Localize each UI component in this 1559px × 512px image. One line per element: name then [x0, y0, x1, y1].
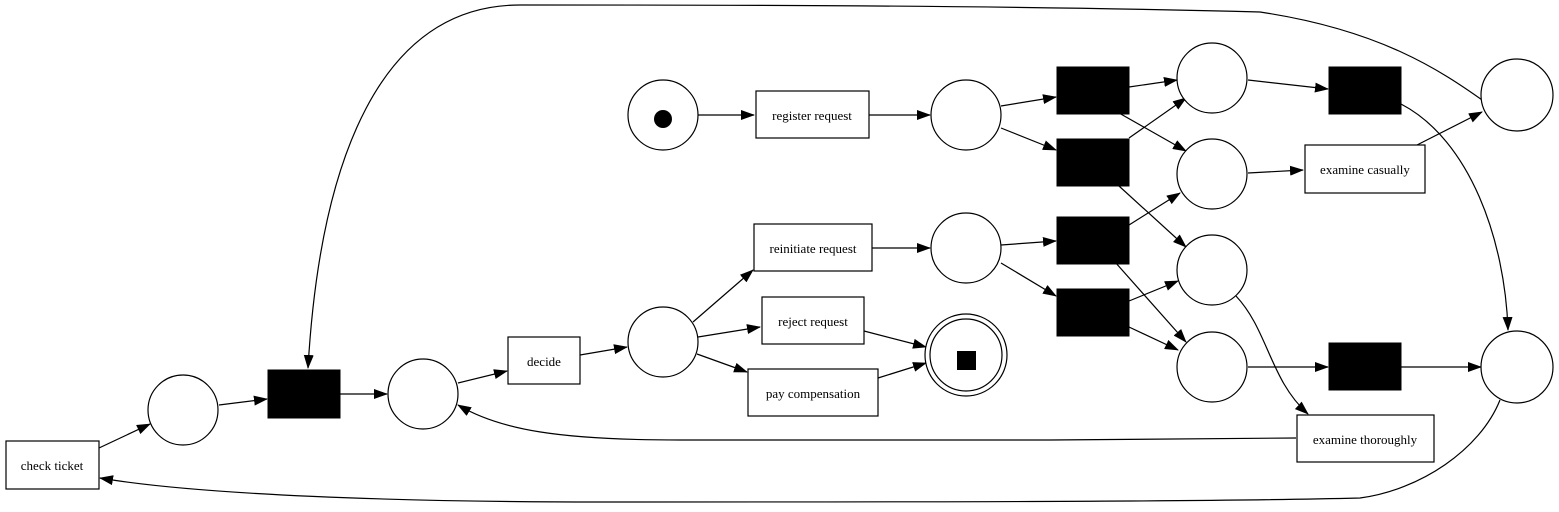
arc	[696, 353, 748, 373]
place	[1480, 330, 1554, 404]
arc	[877, 362, 927, 379]
arc	[303, 4, 1486, 369]
arc	[1128, 280, 1179, 302]
place	[930, 79, 1002, 151]
examine-thoroughly-label: examine thoroughly	[1313, 432, 1418, 447]
arc	[218, 395, 268, 406]
place	[1176, 42, 1248, 114]
place	[627, 306, 699, 378]
arc	[457, 369, 508, 384]
arc	[1400, 103, 1513, 331]
place	[930, 212, 1002, 284]
labelled-transitions: register request reinitiate request reje…	[5, 90, 1435, 490]
arc	[1235, 295, 1309, 415]
arc	[457, 404, 1297, 441]
arcs	[98, 4, 1513, 503]
check-ticket-label: check ticket	[21, 458, 84, 473]
arc	[1118, 112, 1187, 152]
arc	[1247, 165, 1304, 176]
arc	[1128, 97, 1187, 139]
reinitiate-request-label: reinitiate request	[770, 241, 857, 256]
place	[1176, 138, 1248, 210]
arc	[1118, 185, 1187, 248]
arc	[1247, 79, 1329, 93]
reject-request-transition	[761, 296, 865, 345]
arc	[863, 330, 927, 349]
arc	[1000, 94, 1057, 107]
arc	[98, 423, 151, 449]
examine-casually-label: examine casually	[1320, 162, 1410, 177]
arc	[1000, 236, 1057, 247]
place	[1480, 58, 1554, 132]
arc	[99, 399, 1501, 503]
arc	[1128, 76, 1178, 88]
pay-compensation-label: pay compensation	[766, 386, 861, 401]
register-request-label: register request	[772, 108, 852, 123]
silent-transitions	[267, 66, 1402, 419]
silent-transition	[1328, 66, 1402, 115]
decide-label: decide	[527, 354, 561, 369]
place	[387, 358, 459, 430]
pay-compensation-transition	[747, 368, 879, 417]
arc	[1416, 111, 1483, 146]
register-request-transition	[755, 90, 870, 139]
examine-thoroughly-transition	[1296, 414, 1435, 463]
places	[147, 42, 1554, 446]
silent-transition	[1056, 138, 1130, 187]
arc	[1128, 192, 1181, 226]
arc	[1114, 261, 1187, 343]
place	[1176, 331, 1248, 403]
silent-transition	[1056, 288, 1130, 337]
silent-transition	[267, 369, 341, 419]
silent-transition	[1056, 216, 1130, 265]
arc	[579, 344, 628, 356]
place	[147, 374, 219, 446]
check-ticket-transition	[5, 440, 100, 490]
arc	[697, 324, 761, 338]
decide-transition	[507, 336, 581, 385]
end-token	[957, 351, 976, 370]
arc	[1000, 262, 1057, 297]
silent-transition	[1056, 66, 1130, 115]
arc	[1128, 326, 1179, 351]
reject-request-label: reject request	[778, 314, 848, 329]
arc	[1000, 127, 1057, 151]
place	[1176, 234, 1248, 306]
start-token	[654, 110, 672, 128]
silent-transition	[1328, 342, 1402, 391]
arc	[692, 269, 754, 323]
examine-casually-transition	[1304, 144, 1426, 194]
reinitiate-request-transition	[753, 223, 873, 272]
